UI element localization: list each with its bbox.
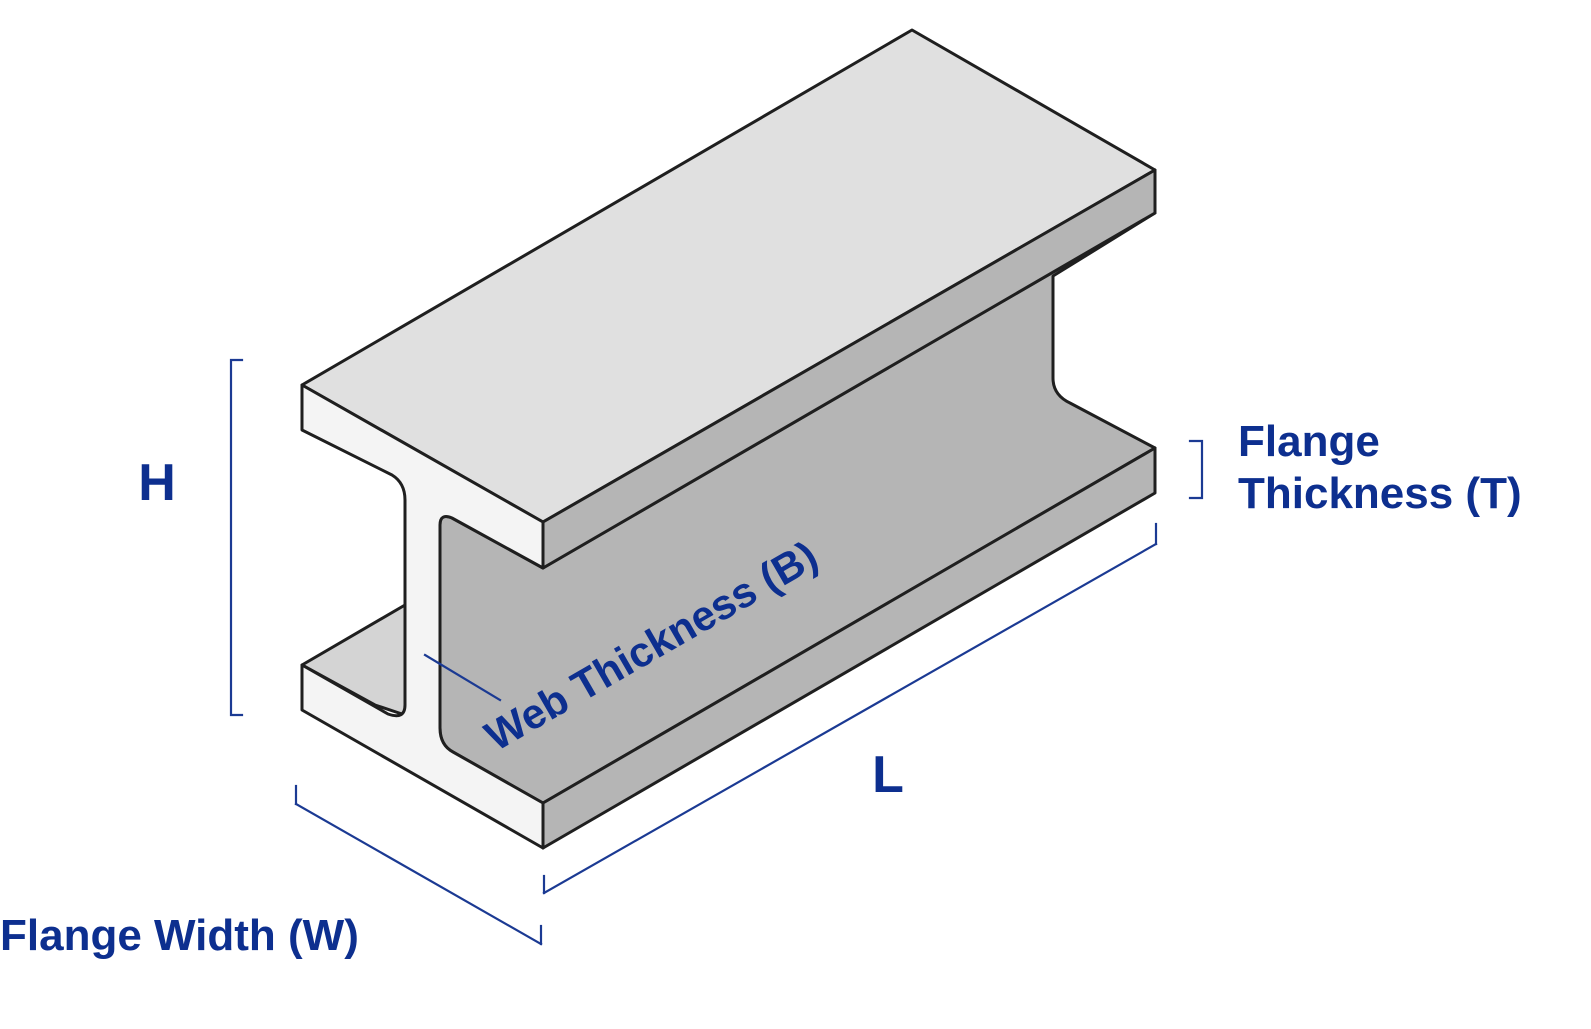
flange-width-dimension-line [294, 802, 543, 946]
web-thickness-leader-line [423, 653, 502, 702]
dimension-lines [229, 358, 1204, 946]
flange-thickness-label-line1: Flange [1238, 417, 1380, 466]
height-label: H [138, 454, 176, 512]
height-dimension-bracket [229, 358, 244, 717]
flange-width-label: Flange Width (W) [0, 911, 359, 960]
flange-thickness-bracket [1188, 439, 1204, 500]
length-dimension-line [542, 542, 1158, 895]
i-beam [300, 28, 1157, 850]
flange-thickness-label-line2: Thickness (T) [1238, 469, 1522, 518]
length-label: L [872, 746, 904, 804]
i-section-end-face [300, 383, 545, 850]
